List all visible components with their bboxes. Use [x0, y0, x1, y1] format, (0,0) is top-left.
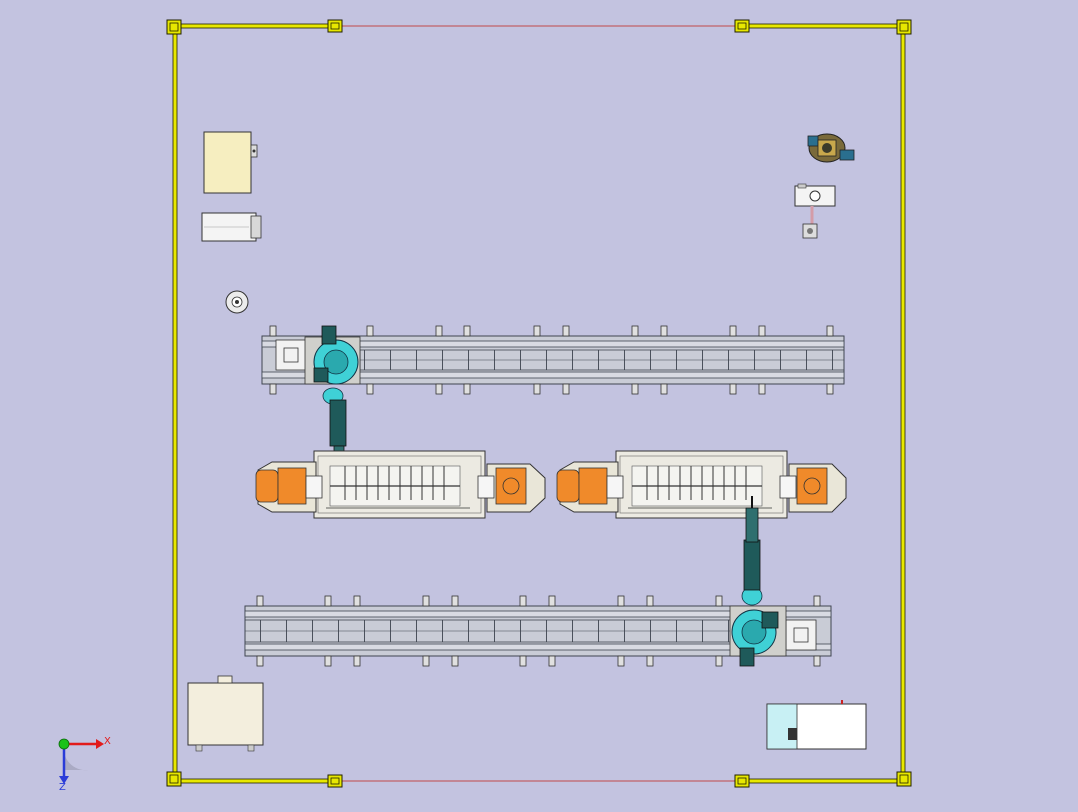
fence-panel[interactable] — [741, 778, 906, 784]
fence-panel-left[interactable] — [172, 27, 178, 780]
fence-post-icon — [327, 774, 343, 788]
control-cabinet[interactable] — [203, 131, 258, 194]
robot-arm-icon[interactable] — [729, 496, 787, 667]
axis-triad-icon: X Z — [58, 736, 111, 793]
fence-post-icon — [734, 19, 750, 33]
fence-post-icon — [896, 19, 912, 35]
fence-post-icon — [896, 771, 912, 787]
fence-panel[interactable] — [741, 23, 906, 29]
z-axis-label: Z — [59, 782, 66, 793]
sensor-bracket[interactable] — [794, 183, 836, 239]
gas-cylinder-icon[interactable] — [225, 290, 249, 314]
lower-conveyor[interactable] — [244, 595, 832, 667]
fence-panel[interactable] — [172, 23, 336, 29]
fence-panel[interactable] — [172, 778, 336, 784]
fence-post-icon — [166, 771, 182, 787]
fence-panel-right[interactable] — [900, 27, 906, 780]
operator-station[interactable] — [807, 133, 855, 163]
x-axis-label: X — [104, 736, 111, 747]
cabinet-icon[interactable] — [187, 675, 264, 752]
positioner-icon[interactable] — [477, 463, 546, 513]
positioner-icon[interactable] — [779, 463, 847, 513]
safety-fence[interactable] — [166, 19, 912, 788]
right-weld-station[interactable] — [615, 450, 788, 519]
positioner-icon[interactable] — [556, 461, 624, 513]
welding-power-source[interactable] — [766, 700, 867, 750]
left-weld-station[interactable] — [313, 450, 486, 519]
positioner-icon[interactable] — [255, 461, 323, 513]
fence-post-icon — [166, 19, 182, 35]
fence-post-icon — [327, 19, 343, 33]
wire-feeder-unit[interactable] — [201, 212, 262, 242]
fence-post-icon — [734, 774, 750, 788]
